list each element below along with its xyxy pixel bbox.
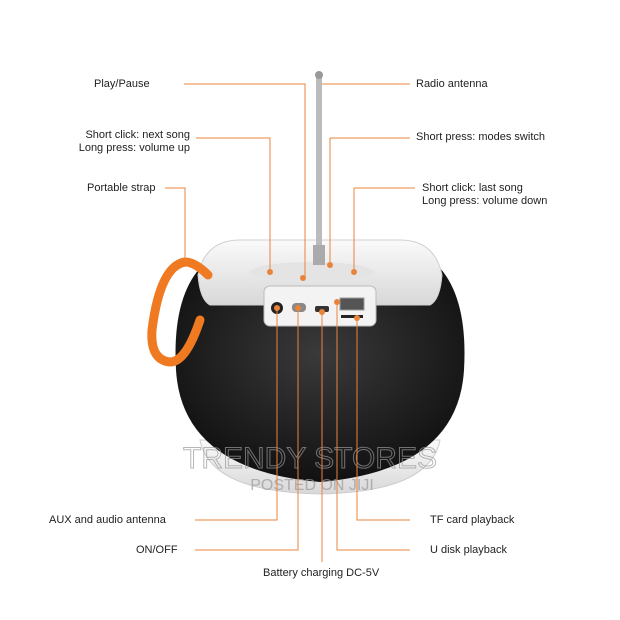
- label-tf-card: TF card playback: [430, 514, 515, 526]
- leader-aux: [195, 308, 278, 521]
- label-u-disk: U disk playback: [430, 544, 508, 556]
- dot-tf-card: [354, 315, 360, 321]
- label-last-song-line2: Long press: volume down: [422, 195, 548, 207]
- leader-tf-card: [356, 318, 410, 521]
- antenna-base: [313, 245, 325, 265]
- label-next-song: Short click: next song Long press: volum…: [79, 129, 190, 155]
- label-on-off: ON/OFF: [136, 544, 178, 556]
- dot-u-disk: [334, 299, 340, 305]
- dot-battery: [319, 309, 325, 315]
- label-radio-antenna: Radio antenna: [416, 78, 488, 90]
- dot-aux: [274, 305, 280, 311]
- leader-dots: [267, 262, 360, 321]
- leader-u-disk: [336, 302, 410, 551]
- dot-last-song: [351, 269, 357, 275]
- leader-next-song: [196, 137, 271, 272]
- leader-last-song: [353, 187, 415, 272]
- label-battery: Battery charging DC-5V: [263, 567, 380, 579]
- leader-play-pause: [184, 83, 306, 278]
- label-last-song: Short click: last song Long press: volum…: [422, 182, 547, 208]
- leader-portable-strap: [165, 187, 186, 262]
- watermark-line1: TRENDY STORES: [183, 442, 437, 475]
- button-ring: [250, 262, 374, 282]
- label-aux: AUX and audio antenna: [49, 514, 166, 526]
- label-next-song-line1: Short click: next song: [85, 129, 190, 141]
- label-portable-strap: Portable strap: [87, 182, 156, 194]
- watermark-line2: POSTED ON JIJI: [250, 477, 374, 494]
- dot-on-off: [295, 305, 301, 311]
- antenna-tip: [315, 71, 323, 79]
- dot-modes-switch: [327, 262, 333, 268]
- antenna: [316, 75, 322, 255]
- label-last-song-line1: Short click: last song: [422, 182, 523, 194]
- dot-play-pause: [300, 275, 306, 281]
- portable-strap: [147, 257, 213, 367]
- label-modes-switch: Short press: modes switch: [416, 131, 545, 143]
- leader-lines: [165, 83, 415, 562]
- label-play-pause: Play/Pause: [94, 78, 150, 90]
- usb-port: [339, 297, 365, 311]
- speaker-body: [175, 268, 465, 482]
- label-next-song-line2: Long press: volume up: [78, 142, 190, 154]
- dot-next-song: [267, 269, 273, 275]
- leader-on-off: [195, 308, 299, 551]
- tf-card-slot: [341, 315, 363, 318]
- leader-modes-switch: [329, 137, 410, 265]
